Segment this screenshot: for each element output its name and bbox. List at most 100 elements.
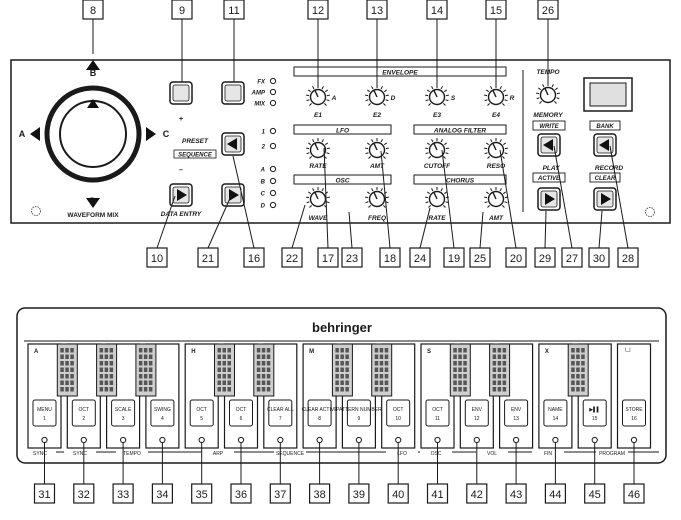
black-key-3-grille [222,367,226,372]
knob-envelope-1-tick [383,103,386,106]
knob-lfo-filter-2-tick [425,152,429,155]
black-key-8-grille [502,348,507,353]
black-key-5-grille [340,380,344,385]
knob-osc-chorus-1-tick [366,191,371,195]
key-4-number: 4 [161,416,164,422]
osc-led-3 [269,201,277,209]
knob-label-lfo-filter-2: CUTOFF [424,163,451,170]
black-key-4-grille [261,361,266,366]
knob-osc-chorus-1-pointer [373,192,378,200]
black-key-1-grille [99,374,104,379]
knob-letter-envelope-2: S [451,95,456,102]
sequence-box [173,149,217,159]
black-key-7-grille [458,367,462,372]
section-bg-4 [274,449,306,456]
black-key-0-grille [70,380,74,385]
knob-envelope-1-tick [380,86,383,90]
black-key-1-grille [109,374,114,379]
black-key-6-grille [379,367,384,372]
callout-12: 12 [312,5,324,17]
black-key-4-grille [261,387,266,392]
black-key-2-grille [148,374,153,379]
section-label-5: LFO [397,451,407,457]
knob-lfo-filter-3-tick [504,152,508,155]
leader-mid-8 [441,149,455,249]
knob-envelope-2-tick [440,86,443,90]
dest-led-1 [269,88,277,96]
black-key-7-grille [463,387,467,392]
leader-mid-11 [544,210,547,249]
section-bg-6 [420,449,452,456]
black-key-1-grille [104,348,109,353]
knob-label-lfo-filter-3: RESO [487,163,505,170]
plus-label: + [179,116,183,123]
knob-envelope-3-tick [504,99,508,102]
black-key-1-grille [109,348,114,353]
leader-mid-6 [380,150,391,249]
black-key-9-grille [576,361,580,366]
joystick-label-d: D [90,196,97,206]
knob-lfo-filter-3-tick [487,156,490,159]
knob-osc-chorus-2-tick [426,191,431,195]
black-key-0-grille [65,374,69,379]
knob-envelope-3-tick [484,99,488,102]
callout-16: 16 [248,253,260,265]
knob-lfo-filter-0-tick [312,139,315,143]
key-8-letter: M [309,349,314,355]
key-2-number: 2 [82,416,85,422]
black-key-4-grille [256,348,261,353]
knob-lfo-filter-1-tick [383,142,388,146]
key-5-pad [189,399,214,427]
key-8-led [316,436,323,444]
black-key-5-grille [340,374,344,379]
black-key-3-grille [217,354,221,359]
chorus-bar [413,174,507,185]
black-key-2-grille [143,367,148,372]
black-key-3-grille [217,374,221,379]
dest-led-label-2: MIX [254,102,266,108]
black-key-8-grille [502,361,507,366]
key-10-number: 10 [395,416,401,422]
black-key-9-grille [576,354,580,359]
knob-lfo-filter-1-tick [380,139,383,143]
knob-envelope-1-tick [371,86,374,90]
black-key-3-grille [227,361,231,366]
knob-lfo-filter-1-tick [365,152,369,155]
tempo-knob-pointer [544,88,549,96]
knob-osc-chorus-2-pointer [433,192,438,200]
section-label-6: OSC [431,451,442,457]
black-key-5-grille [340,367,344,372]
envelope-bar [293,66,507,77]
callout-43: 43 [510,489,522,501]
callout-42: 42 [471,489,483,501]
black-key-0-grille [60,380,64,385]
key-7-number: 7 [279,416,282,422]
leader-mid-13 [598,210,603,249]
callout-18: 18 [384,253,396,265]
knob-osc-chorus-2-tick [428,205,431,208]
leader-mid-10 [499,149,517,249]
leader-mid-2 [232,155,255,249]
knob-label-osc-chorus-0: WAVE [309,215,328,222]
callout-11: 11 [228,5,239,17]
knob-osc-chorus-2-tick [440,188,443,192]
black-key-4-grille [256,380,261,385]
callout-23: 23 [346,253,358,265]
key-3-label: SCALE [115,407,132,413]
black-key-0-grille [65,387,69,392]
black-key-4-grille [261,367,266,372]
knob-envelope-0-tick [324,89,329,93]
black-key-9-grille [571,354,575,359]
arrow-up-icon [86,60,100,70]
knob-label-lfo-filter-1: AMT [369,163,385,170]
callout-10: 10 [151,253,163,265]
leader-mid-0 [156,195,176,249]
callout-17: 17 [322,253,334,265]
black-key-5-grille [340,354,344,359]
